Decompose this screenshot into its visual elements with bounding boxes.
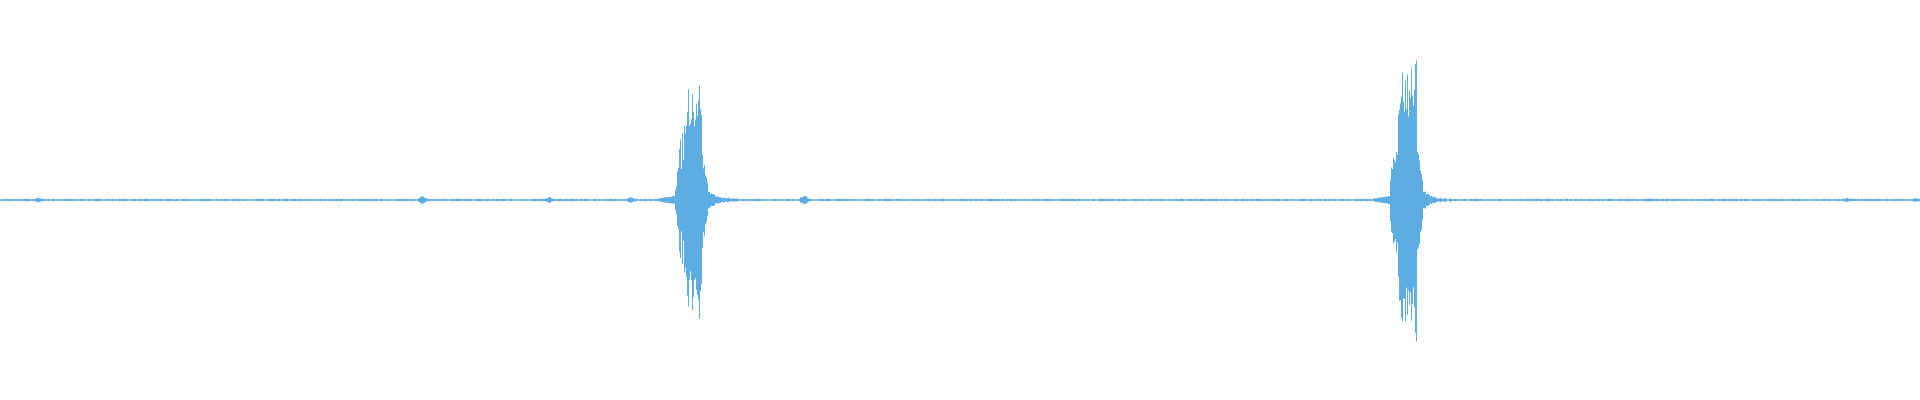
waveform-peaks xyxy=(1,60,1920,342)
